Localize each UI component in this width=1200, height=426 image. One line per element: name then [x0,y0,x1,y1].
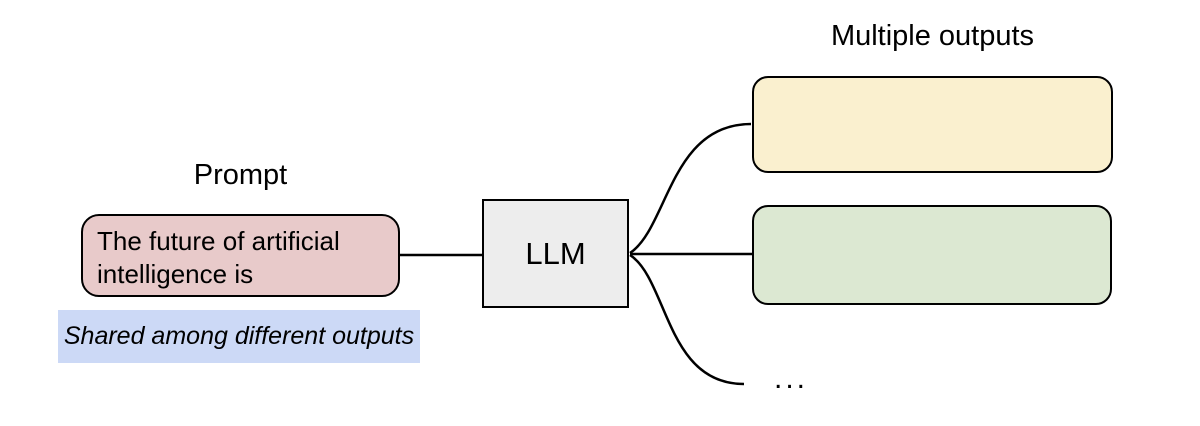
more-outputs-ellipsis: ... [774,362,809,395]
prompt-box: The future of artificial intelligence is [81,214,400,297]
shared-note-text: Shared among different outputs [63,322,415,350]
llm-to-ellipsis-curve [629,253,745,386]
prompt-box-text: The future of artificial intelligence is [97,226,340,289]
output-box-2 [752,205,1112,305]
multiple-outputs-label: Multiple outputs [830,20,1035,52]
prompt-label: Prompt [193,159,288,191]
llm-to-output1-curve [629,122,752,255]
llm-box: LLM [482,199,629,308]
llm-label: LLM [525,235,586,271]
output-box-1 [752,76,1113,173]
shared-note-highlight: Shared among different outputs [58,310,420,363]
